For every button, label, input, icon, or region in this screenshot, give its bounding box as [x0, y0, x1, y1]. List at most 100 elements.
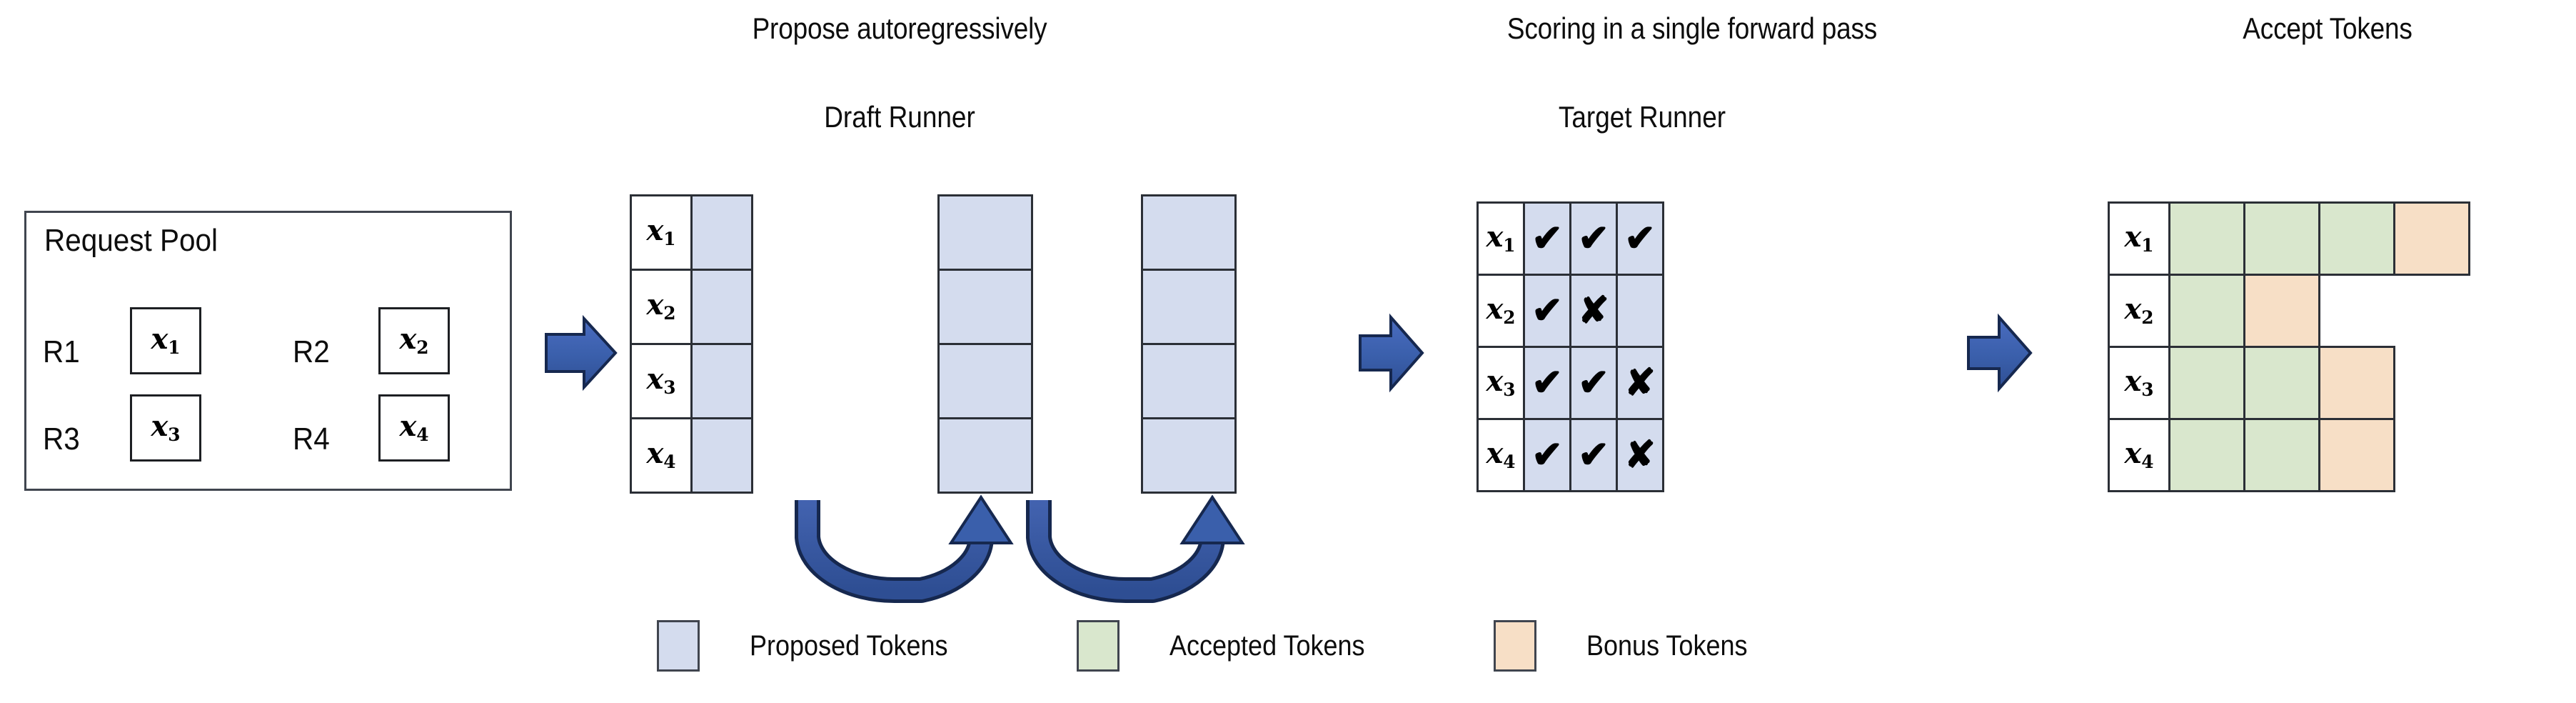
legend-label-accepted: Accepted Tokens: [1169, 629, 1365, 662]
request-label-r1: R1: [43, 334, 80, 369]
target-mark-cell: ✔: [1523, 274, 1571, 348]
title-draft-runner: Draft Runner: [824, 100, 975, 134]
accept-row-label: x4: [2108, 418, 2170, 492]
target-row: x3 ✔ ✔ ✘: [1476, 346, 1664, 420]
title-target-runner: Target Runner: [1558, 100, 1726, 134]
target-row: x2 ✔ ✘: [1476, 274, 1664, 348]
draft-proposed-cell: [1141, 343, 1237, 419]
draft-proposed-cell: [690, 417, 753, 494]
token-x3: x3: [151, 409, 181, 445]
request-label-r2: R2: [293, 334, 330, 369]
target-row: x1 ✔ ✔ ✔: [1476, 201, 1664, 276]
bonus-token-cell: [2393, 201, 2470, 276]
legend-item-bonus: Bonus Tokens: [1494, 620, 1766, 672]
accept-row: x1: [2108, 201, 2470, 276]
draft-row-label: x4: [630, 417, 693, 494]
token-x2: x2: [399, 321, 429, 358]
loop-arrow-step2-to-step3: [1026, 494, 1245, 604]
accept-row: x3: [2108, 346, 2470, 420]
request-token-box-r4: x4: [378, 394, 450, 462]
draft-proposed-cell: [690, 269, 753, 345]
request-token-box-r3: x3: [130, 394, 201, 462]
accept-row-label: x2: [2108, 274, 2170, 348]
target-row-label: x2: [1476, 274, 1525, 348]
loop-arrow-step1-to-step2: [795, 494, 1014, 604]
target-runner-grid: x1 ✔ ✔ ✔ x2 ✔ ✘ x3 ✔: [1476, 201, 1664, 492]
accepted-token-cell: [2168, 201, 2245, 276]
target-mark-cell: ✘: [1569, 274, 1618, 348]
request-label-r4: R4: [293, 422, 330, 457]
legend-swatch-accepted: [1077, 620, 1120, 672]
accept-tokens-grid: x1 x2 x3: [2108, 201, 2470, 492]
accept-row-label: x3: [2108, 346, 2170, 420]
legend-swatch-bonus: [1494, 620, 1537, 672]
draft-runner-label-column: x1 x2 x3 x4: [630, 194, 693, 494]
token-x2: x2: [646, 288, 676, 324]
target-mark-cell: ✘: [1616, 346, 1664, 420]
accepted-token-cell: [2168, 346, 2245, 420]
accepted-token-cell: [2168, 274, 2245, 348]
request-pool-title: Request Pool: [44, 223, 218, 258]
token-x2: x2: [1486, 291, 1516, 328]
draft-step-column-2: [937, 194, 1033, 494]
draft-proposed-cell: [1141, 417, 1237, 494]
token-x1: x1: [1486, 219, 1516, 256]
token-x2: x2: [2124, 291, 2154, 328]
bonus-token-cell: [2243, 274, 2320, 348]
target-mark-cell: ✔: [1523, 418, 1571, 492]
caption-scoring: Scoring in a single forward pass: [1506, 11, 1878, 45]
token-x3: x3: [2124, 364, 2154, 400]
token-x4: x4: [2124, 436, 2154, 472]
accepted-token-cell: [2243, 418, 2320, 492]
bonus-token-cell: [2318, 418, 2395, 492]
draft-step-column-1: [690, 194, 753, 494]
draft-row-label: x1: [630, 194, 693, 271]
accept-row: x4: [2108, 418, 2470, 492]
request-token-box-r1: x1: [130, 307, 201, 374]
draft-step-column-3: [1141, 194, 1237, 494]
token-x3: x3: [1486, 364, 1516, 400]
accepted-token-cell: [2243, 201, 2320, 276]
flow-arrow-pool-to-draft: [545, 314, 618, 392]
target-mark-cell: ✘: [1616, 418, 1664, 492]
draft-proposed-cell: [1141, 194, 1237, 271]
target-mark-cell: ✔: [1569, 201, 1618, 276]
draft-proposed-cell: [937, 269, 1033, 345]
draft-proposed-cell: [937, 194, 1033, 271]
target-row-label: x4: [1476, 418, 1525, 492]
request-token-box-r2: x2: [378, 307, 450, 374]
token-x1: x1: [151, 321, 181, 358]
token-x1: x1: [2124, 219, 2154, 256]
bonus-token-cell: [2318, 346, 2395, 420]
draft-proposed-cell: [1141, 269, 1237, 345]
target-row-label: x1: [1476, 201, 1525, 276]
legend: Proposed Tokens Accepted Tokens Bonus To…: [657, 620, 1766, 672]
token-x3: x3: [646, 362, 676, 399]
accepted-token-cell: [2318, 201, 2395, 276]
draft-proposed-cell: [937, 343, 1033, 419]
accept-row-label: x1: [2108, 201, 2170, 276]
draft-proposed-cell: [937, 417, 1033, 494]
legend-swatch-proposed: [657, 620, 700, 672]
draft-proposed-cell: [690, 194, 753, 271]
legend-item-accepted: Accepted Tokens: [1077, 620, 1387, 672]
target-row-label: x3: [1476, 346, 1525, 420]
accepted-token-cell: [2168, 418, 2245, 492]
draft-proposed-cell: [690, 343, 753, 419]
target-mark-cell: ✔: [1523, 201, 1571, 276]
flow-arrow-draft-to-target: [1359, 313, 1424, 393]
draft-row-label: x2: [630, 269, 693, 345]
request-label-r3: R3: [43, 422, 80, 457]
target-row: x4 ✔ ✔ ✘: [1476, 418, 1664, 492]
token-x4: x4: [1486, 436, 1516, 472]
legend-label-proposed: Proposed Tokens: [750, 629, 948, 662]
token-x1: x1: [646, 214, 676, 250]
token-x4: x4: [646, 437, 676, 473]
target-mark-cell: ✔: [1569, 346, 1618, 420]
caption-accept: Accept Tokens: [2243, 11, 2413, 45]
target-mark-cell: ✔: [1616, 201, 1664, 276]
legend-item-proposed: Proposed Tokens: [657, 620, 970, 672]
accepted-token-cell: [2243, 346, 2320, 420]
flow-arrow-target-to-accept: [1967, 313, 2033, 393]
